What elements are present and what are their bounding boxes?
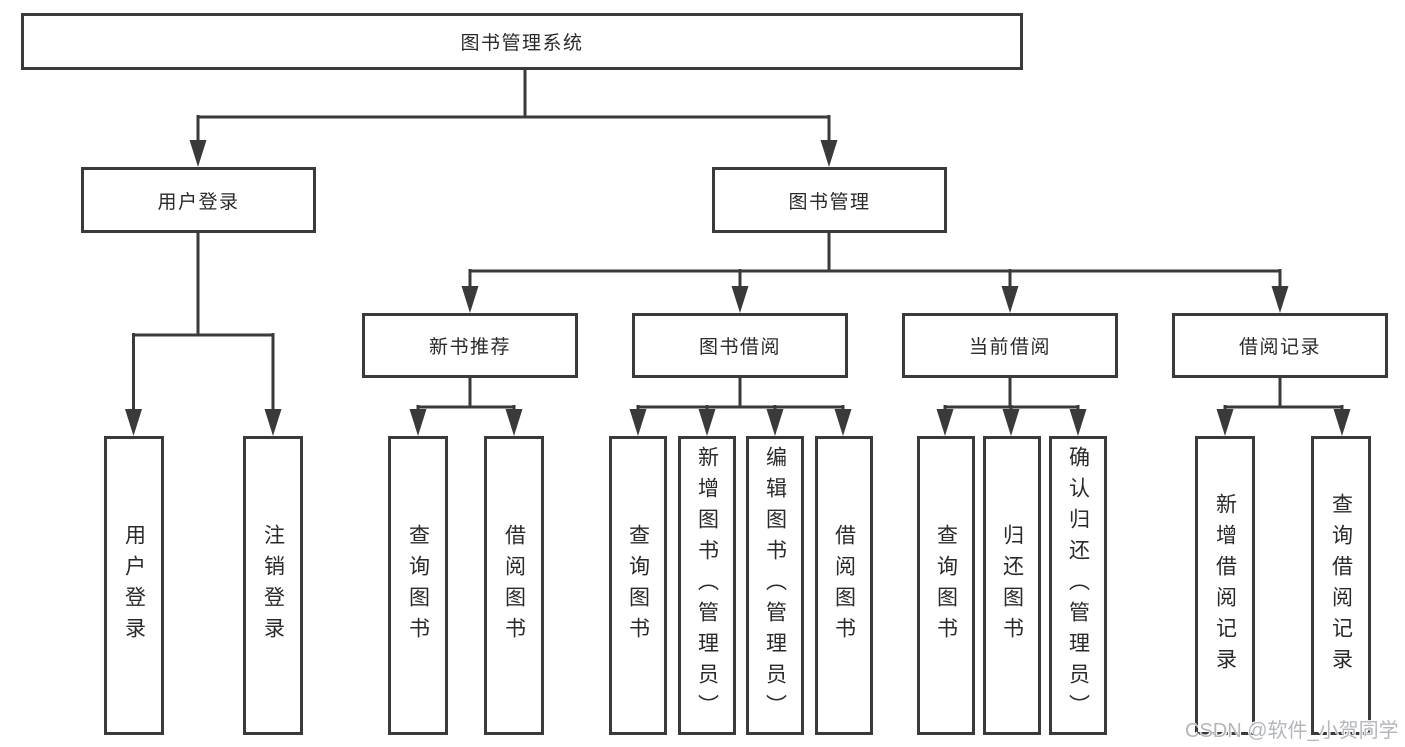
- node-book-borrow: 图书借阅: [632, 313, 848, 378]
- connector-book-borrow-children: [636, 377, 845, 421]
- leaf-borrow-query-label: 查询图书: [626, 523, 650, 648]
- connector-borrow-record-children: [1223, 377, 1344, 421]
- leaf-record-query-label: 查询借阅记录: [1329, 492, 1353, 679]
- leaf-current-query-label: 查询图书: [934, 523, 958, 648]
- node-new-book: 新书推荐: [362, 313, 578, 378]
- connector-user-login-children: [132, 232, 275, 421]
- leaf-borrow-edit-label: 编辑图书（管理员）: [763, 446, 787, 725]
- arrowhead-icon: [731, 286, 749, 313]
- connector-book-mgmt-children: [468, 232, 1282, 298]
- leaf-record-query: 查询借阅记录: [1311, 436, 1371, 735]
- connector-root-to-level2: [196, 69, 831, 152]
- leaf-borrow-borrow-label: 借阅图书: [832, 523, 856, 648]
- arrowhead-icon: [1001, 286, 1019, 313]
- leaf-current-return: 归还图书: [983, 436, 1041, 735]
- arrowhead-icon: [1002, 409, 1020, 436]
- leaf-current-return-label: 归还图书: [1000, 523, 1024, 648]
- leaf-newbook-borrow: 借阅图书: [484, 436, 544, 735]
- arrowhead-icon: [409, 409, 427, 436]
- arrowhead-icon: [1271, 286, 1289, 313]
- arrowhead-icon: [1216, 409, 1234, 436]
- arrowhead-icon: [125, 409, 142, 436]
- node-book-borrow-label: 图书借阅: [698, 337, 781, 358]
- node-current-borrow-label: 当前借阅: [968, 337, 1051, 358]
- node-user-login: 用户登录: [81, 167, 316, 233]
- leaf-newbook-query: 查询图书: [388, 436, 448, 735]
- leaf-borrow-edit: 编辑图书（管理员）: [746, 436, 804, 735]
- leaf-record-add-label: 新增借阅记录: [1213, 492, 1237, 679]
- arrowhead-icon: [1333, 409, 1351, 436]
- node-borrow-record-label: 借阅记录: [1238, 337, 1321, 358]
- node-book-mgmt-label: 图书管理: [788, 191, 871, 213]
- leaf-user-login: 用户登录: [104, 436, 164, 735]
- leaf-borrow-add: 新增图书（管理员）: [678, 436, 736, 735]
- node-current-borrow: 当前借阅: [902, 313, 1118, 378]
- leaf-user-login-label: 用户登录: [122, 523, 146, 648]
- arrowhead-icon: [264, 409, 282, 436]
- arrowhead-icon: [698, 409, 716, 436]
- node-user-login-label: 用户登录: [157, 191, 240, 213]
- arrowhead-icon: [820, 140, 838, 167]
- arrowhead-icon: [766, 409, 784, 436]
- arrowheads: [125, 140, 1351, 436]
- arrowhead-icon: [834, 409, 852, 436]
- leaf-current-confirm-label: 确认归还（管理员）: [1066, 446, 1090, 725]
- node-new-book-label: 新书推荐: [428, 337, 511, 358]
- arrowhead-icon: [189, 140, 207, 167]
- arrowhead-icon: [505, 409, 523, 436]
- node-root: 图书管理系统: [21, 13, 1023, 70]
- arrowhead-icon: [936, 409, 954, 436]
- leaf-current-query: 查询图书: [917, 436, 975, 735]
- leaf-borrow-query: 查询图书: [609, 436, 667, 735]
- node-borrow-record: 借阅记录: [1172, 313, 1388, 378]
- connector-new-book-children: [416, 377, 516, 421]
- leaf-newbook-borrow-label: 借阅图书: [502, 523, 526, 648]
- leaf-newbook-query-label: 查询图书: [406, 523, 430, 648]
- csdn-watermark: CSDN @软件_小贺同学: [1185, 720, 1399, 742]
- leaf-current-confirm: 确认归还（管理员）: [1049, 436, 1107, 735]
- leaf-borrow-borrow: 借阅图书: [815, 436, 873, 735]
- node-book-mgmt: 图书管理: [712, 167, 947, 233]
- leaf-logout: 注销登录: [243, 436, 303, 735]
- arrowhead-icon: [1069, 409, 1087, 436]
- leaf-logout-label: 注销登录: [261, 523, 285, 648]
- arrowhead-icon: [461, 286, 479, 313]
- node-root-label: 图书管理系统: [460, 33, 584, 54]
- arrowhead-icon: [629, 409, 647, 436]
- leaf-record-add: 新增借阅记录: [1195, 436, 1255, 735]
- leaf-borrow-add-label: 新增图书（管理员）: [695, 446, 719, 725]
